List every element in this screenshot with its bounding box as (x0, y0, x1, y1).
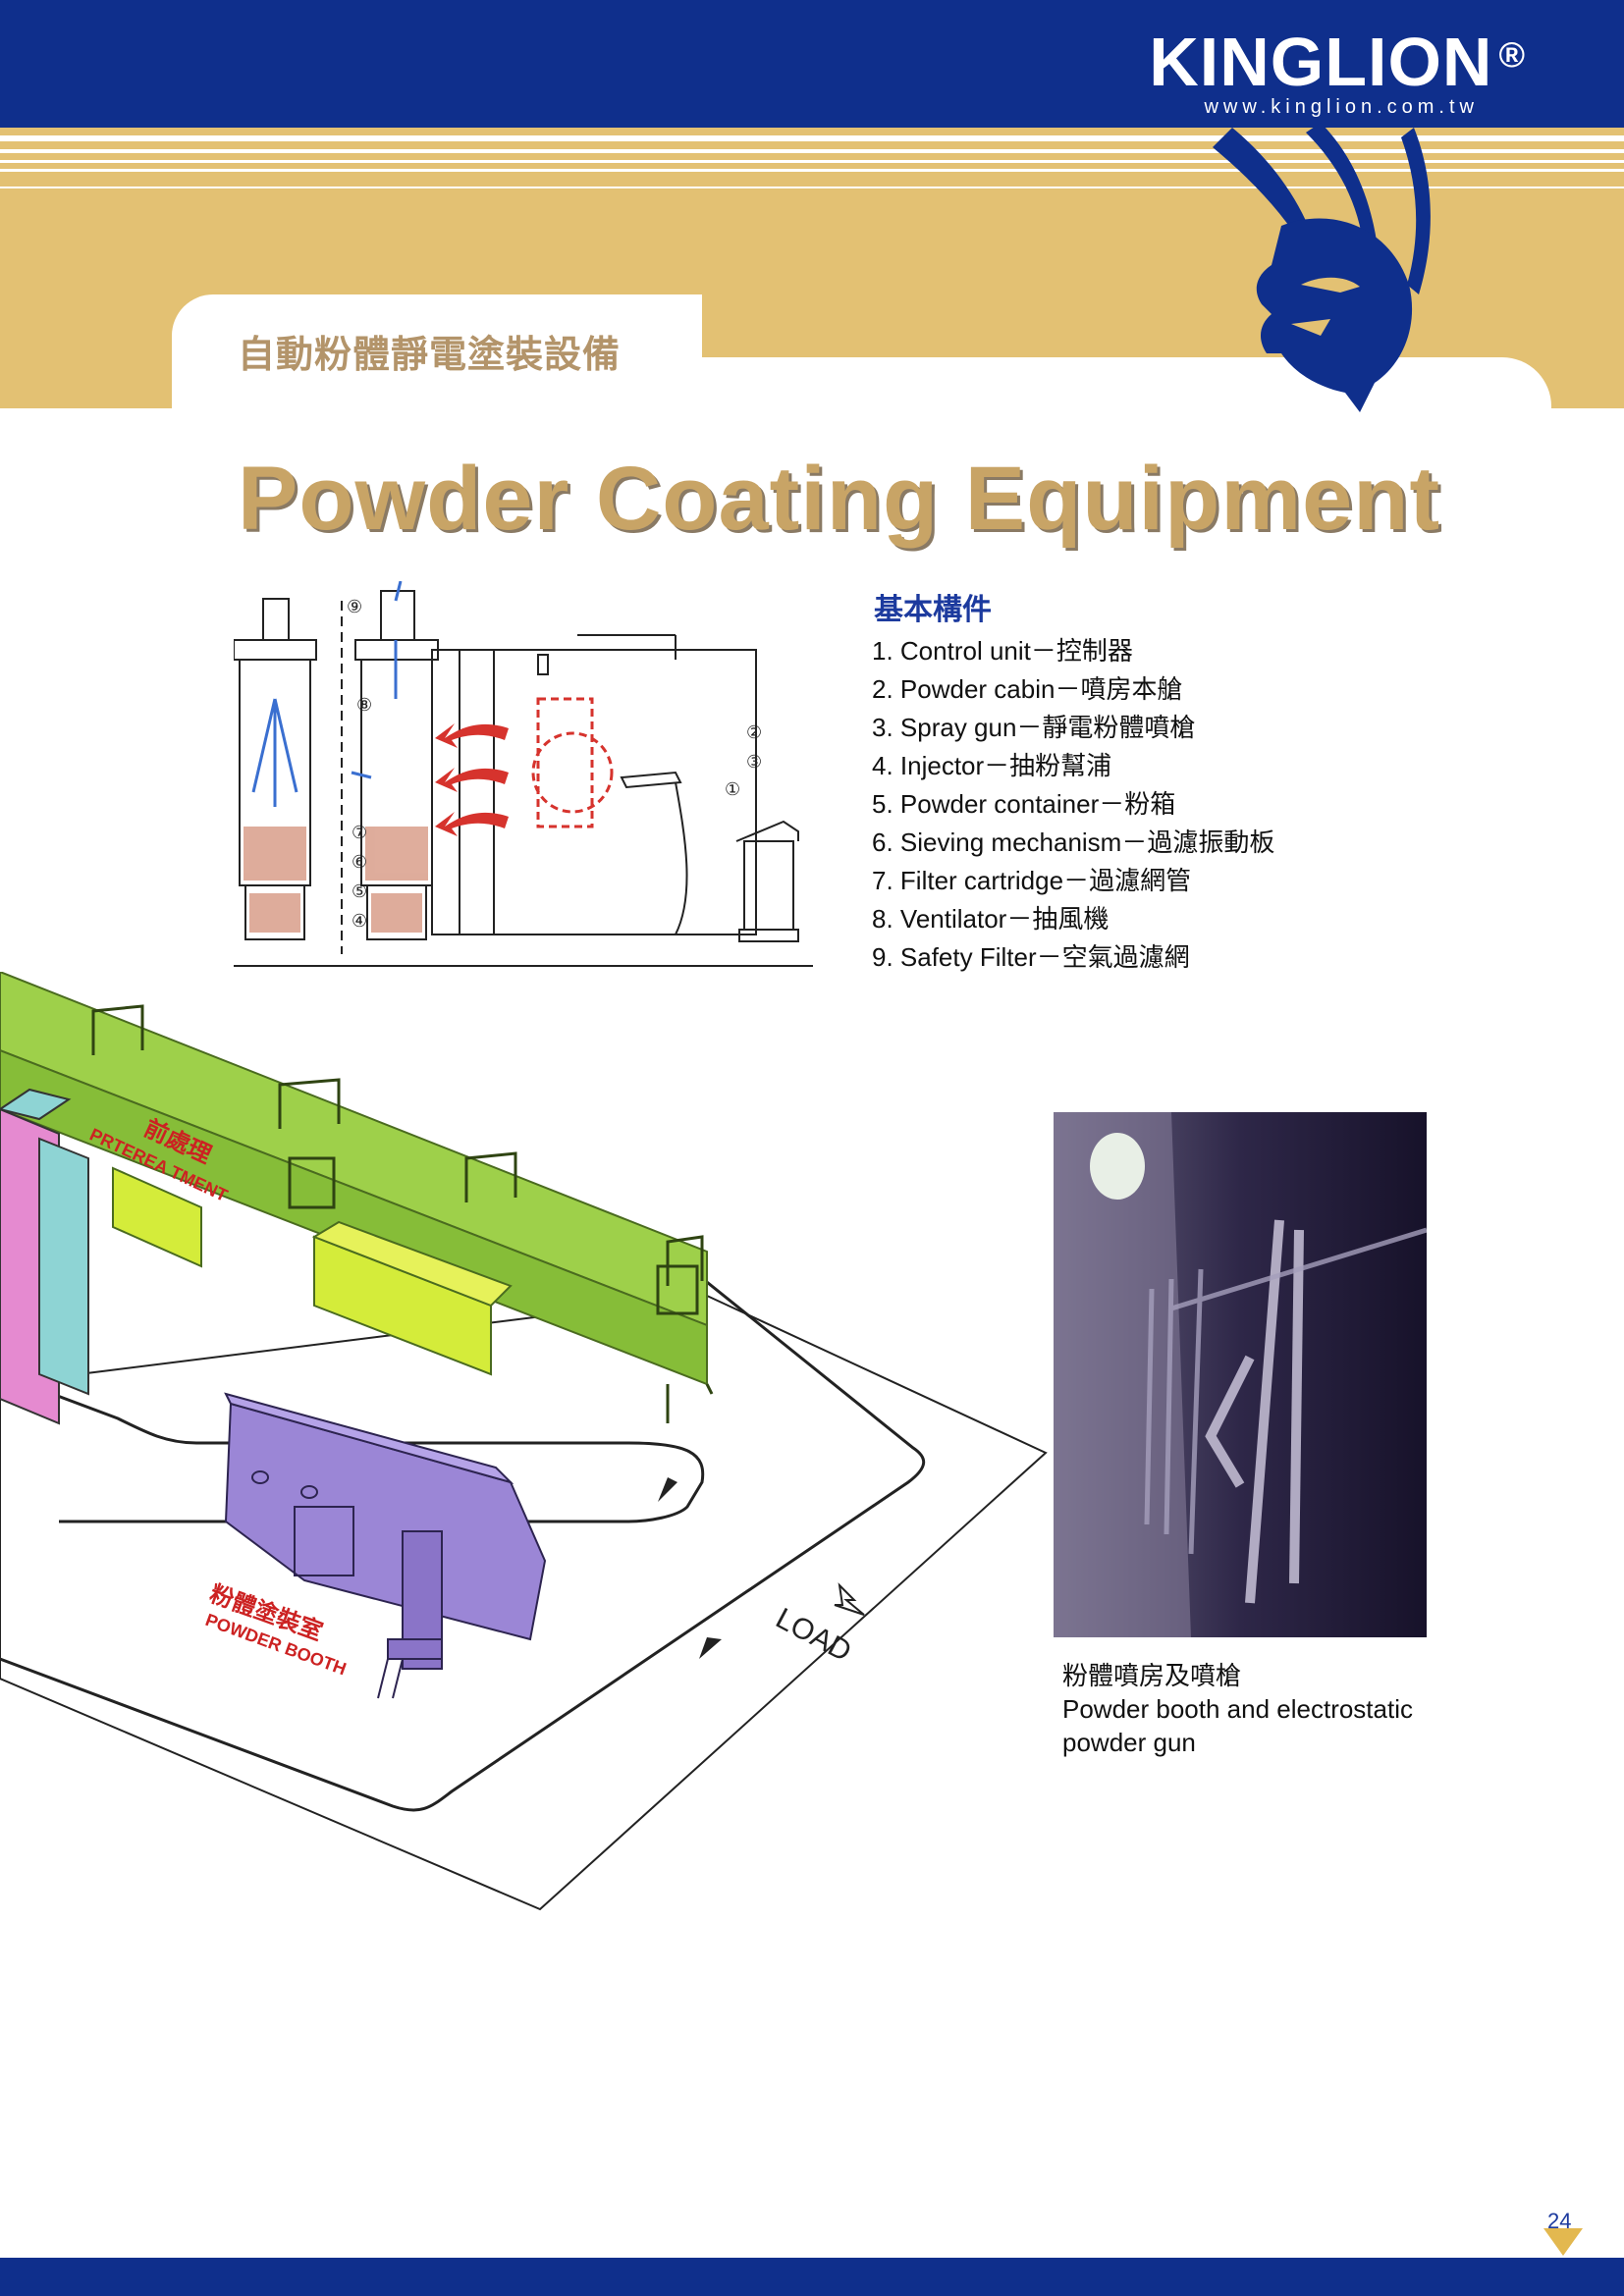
component-item: 2. Powder cabin－噴房本艙 (872, 674, 1183, 704)
components-title: 基本構件 (874, 593, 992, 627)
footer-band (0, 2258, 1624, 2296)
powder-booth-photo (1054, 1112, 1427, 1637)
component-item: 5. Powder container－粉箱 (872, 789, 1176, 819)
callout-2: ② (746, 722, 762, 743)
callout-1: ① (725, 779, 740, 800)
component-item: 7. Filter cartridge－過濾網管 (872, 866, 1192, 895)
stripe (0, 169, 1624, 172)
photo-caption-en: Powder booth and electrostatic powder gu… (1062, 1694, 1413, 1757)
load-label: LOAD (771, 1602, 857, 1668)
brand-name: KINGLION® (1149, 24, 1526, 100)
component-item: 6. Sieving mechanism－過濾振動板 (872, 828, 1275, 857)
lion-head-icon (1213, 123, 1431, 412)
callout-3: ③ (746, 752, 762, 773)
callout-7: ⑦ (352, 823, 367, 843)
component-item: 3. Spray gun－靜電粉體噴槍 (872, 713, 1196, 742)
registered-mark: ® (1498, 34, 1526, 75)
page-subtitle-zh: 自動粉體靜電塗裝設備 (238, 333, 622, 376)
stripe (0, 149, 1624, 153)
photo-caption-zh: 粉體噴房及噴槍 (1062, 1661, 1242, 1690)
website-url: www.kinglion.com.tw (1204, 96, 1479, 118)
callout-6: ⑥ (352, 852, 367, 873)
page-title: Powder Coating Equipment (238, 449, 1441, 549)
callout-8: ⑧ (356, 695, 372, 716)
page-marker-icon (1543, 2228, 1583, 2256)
callout-9: ⑨ (347, 597, 362, 617)
header-tab (172, 294, 702, 412)
component-item: 9. Safety Filter－空氣過濾網 (872, 942, 1190, 972)
stripe (0, 135, 1624, 141)
powder-cabin-schematic: ① ② ③ ④ ⑤ ⑥ ⑦ ⑧ ⑨ (234, 581, 813, 967)
stripe (0, 187, 1624, 188)
callout-4: ④ (352, 911, 367, 932)
component-item: 4. Injector－抽粉幫浦 (872, 751, 1112, 780)
photo-caption: 粉體噴房及噴槍 Powder booth and electrostatic p… (1062, 1659, 1475, 1759)
header-band (0, 0, 1624, 128)
component-item: 1. Control unit－控制器 (872, 636, 1133, 666)
header-tab-curve (609, 357, 1551, 416)
components-list: 1. Control unit－控制器 2. Powder cabin－噴房本艙… (872, 632, 1274, 977)
plant-layout-diagram: 前處理 PRTEREA TMENT 粉體塗裝室 POWDER BOOTH LOA… (0, 972, 1048, 1911)
callout-5: ⑤ (352, 881, 367, 902)
stripe (0, 160, 1624, 163)
component-item: 8. Ventilator－抽風機 (872, 904, 1110, 934)
